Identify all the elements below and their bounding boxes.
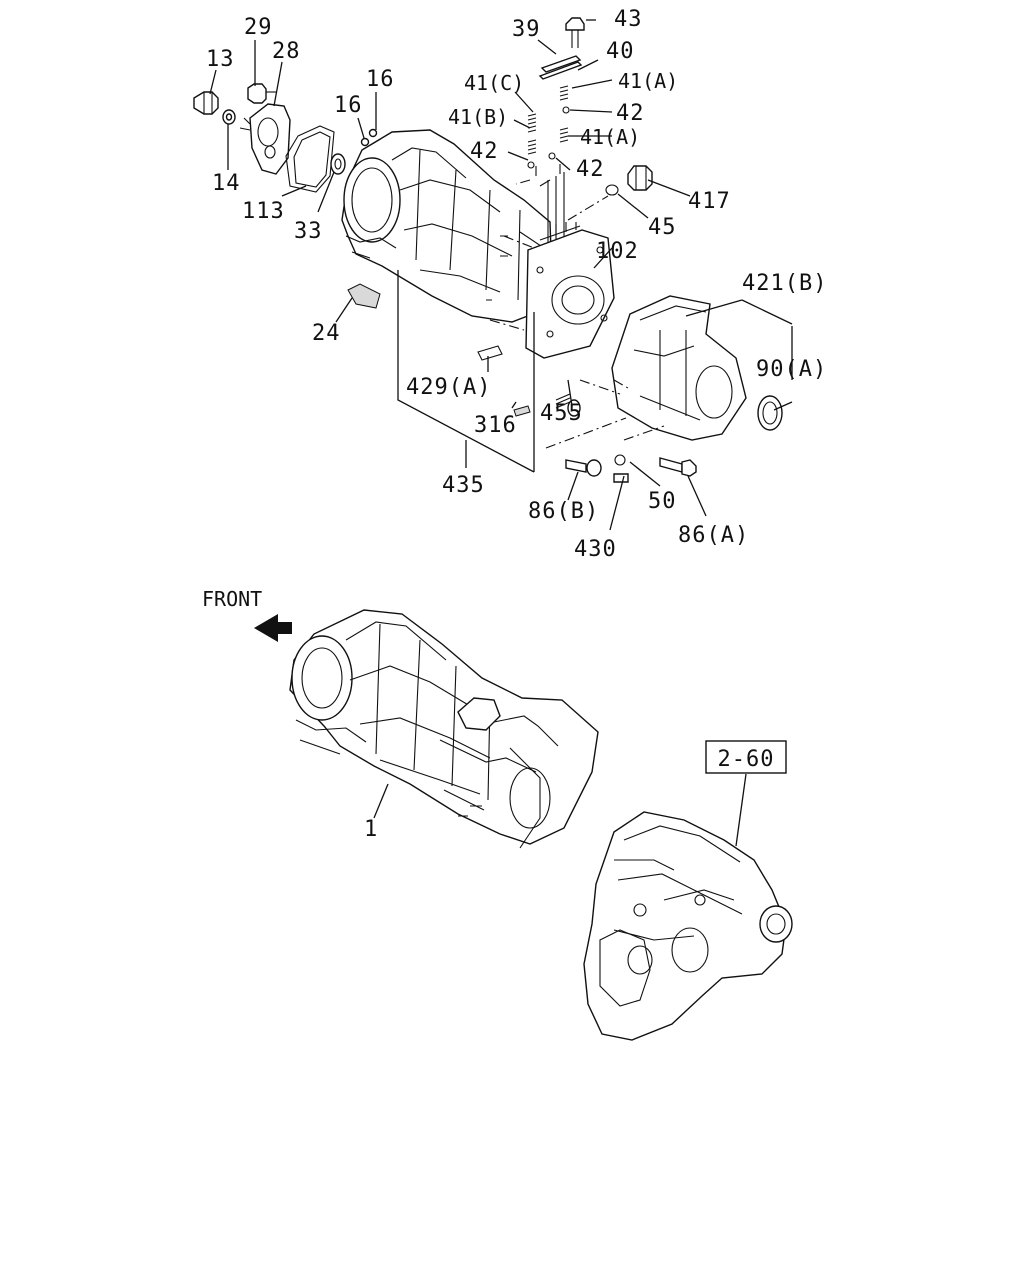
leader-1 <box>373 783 389 819</box>
callout-42c: 42 <box>576 157 605 182</box>
callout-435: 435 <box>442 473 485 498</box>
callout-41a-1: 41(A) <box>618 69 678 93</box>
callout-13: 13 <box>206 47 235 72</box>
callout-28: 28 <box>272 39 301 64</box>
callout-102: 102 <box>596 239 639 264</box>
transfer-case <box>583 811 793 1041</box>
fasteners <box>347 17 697 483</box>
transmission-case-exploded <box>341 129 565 325</box>
callout-29: 29 <box>244 15 273 40</box>
intermediate-plate <box>525 222 615 359</box>
callout-42a: 42 <box>616 101 645 126</box>
callout-41a-2: 41(A) <box>580 125 640 149</box>
callout-455: 455 <box>540 401 583 426</box>
callout-316: 316 <box>474 413 517 438</box>
callout-421b: 421(B) <box>742 271 827 296</box>
callout-45: 45 <box>648 215 677 240</box>
leader-lines <box>209 19 793 531</box>
callout-14: 14 <box>212 171 241 196</box>
callout-90a: 90(A) <box>756 357 827 382</box>
callout-16b: 16 <box>334 93 363 118</box>
alignment-lines <box>489 166 665 449</box>
callout-86a: 86(A) <box>678 523 749 548</box>
callout-33: 33 <box>294 219 323 244</box>
callout-16a: 16 <box>366 67 395 92</box>
callout-43: 43 <box>614 7 643 32</box>
extension-housing <box>611 295 783 441</box>
callout-417: 417 <box>688 189 731 214</box>
callout-50: 50 <box>648 489 677 514</box>
front-cover-parts <box>193 83 346 193</box>
ref-box-label: 2-60 <box>718 747 775 772</box>
callout-113: 113 <box>242 199 285 224</box>
callout-41b: 41(B) <box>448 105 508 129</box>
callout-1: 1 <box>364 817 378 842</box>
callout-40: 40 <box>606 39 635 64</box>
ref-box-2-60: 2-60 <box>705 740 787 847</box>
callout-39: 39 <box>512 17 541 42</box>
transmission-assembly <box>289 609 599 849</box>
callout-24: 24 <box>312 321 341 346</box>
front-arrow <box>254 614 292 642</box>
callout-429a: 429(A) <box>406 375 491 400</box>
front-label: FRONT <box>202 587 262 611</box>
callout-41c: 41(C) <box>464 71 524 95</box>
callout-42b: 42 <box>470 139 499 164</box>
callout-430: 430 <box>574 537 617 562</box>
callout-86b: 86(B) <box>528 499 599 524</box>
